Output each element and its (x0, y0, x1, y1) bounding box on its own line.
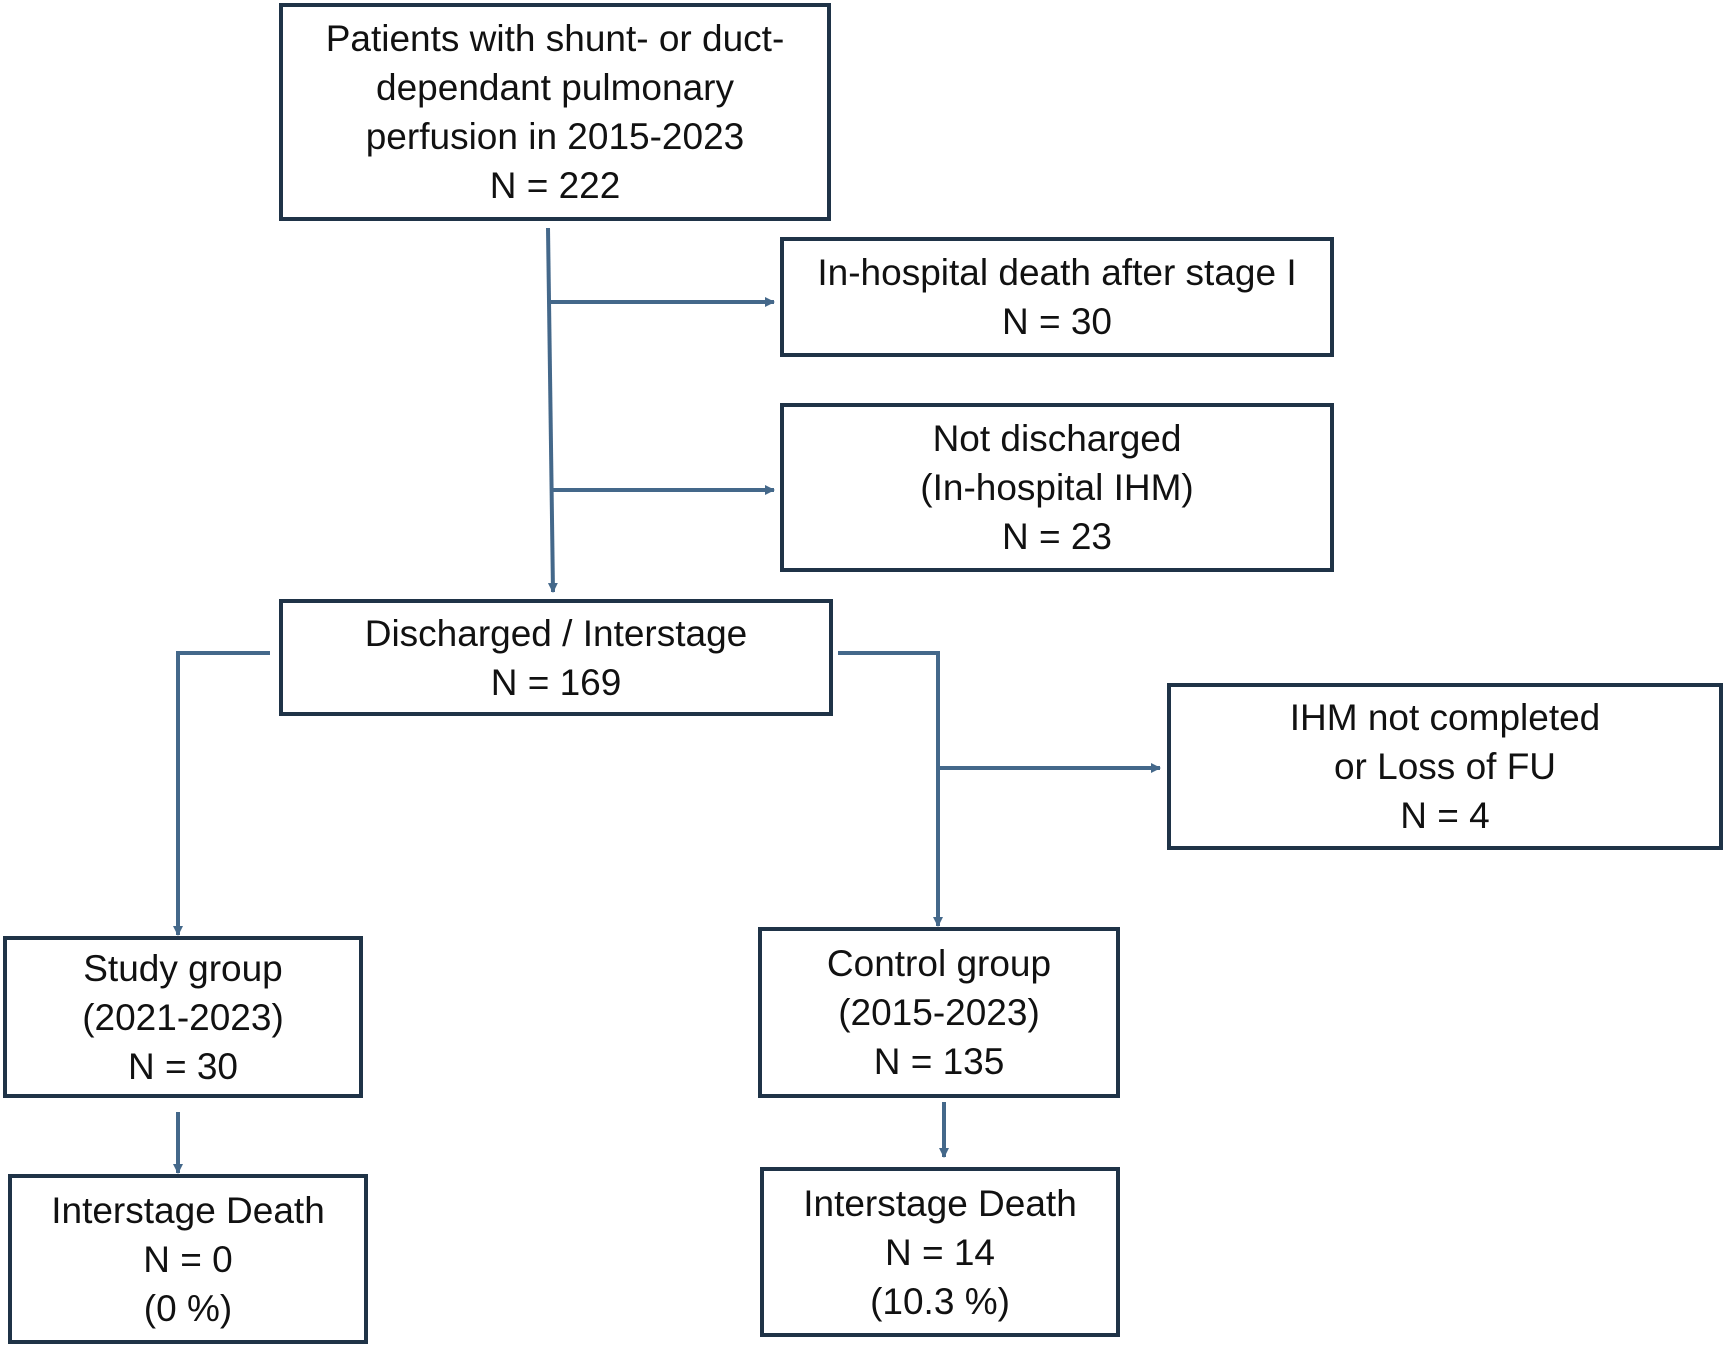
control-group-box: Control group (2015-2023) N = 135 (758, 927, 1120, 1098)
death-stage1-box: In-hospital death after stage I N = 30 (780, 237, 1334, 357)
control-group-years: (2015-2023) (838, 992, 1040, 1033)
discharged-label: Discharged / Interstage (364, 612, 748, 654)
arrow-discharged-to-control (838, 651, 943, 927)
discharged-count: N = 169 (490, 661, 622, 703)
control-death-label: Interstage Death (803, 1182, 1077, 1224)
study-group-years: (2021-2023) (82, 996, 284, 1038)
not-completed-label: IHM not completed (1289, 697, 1601, 738)
arrow-total-to-discharged (546, 227, 558, 593)
study-death-label: Interstage Death (51, 1189, 325, 1231)
not-completed-count: N = 4 (1400, 795, 1490, 836)
total-patients-line-1: Patients with shunt- or duct- (325, 18, 785, 59)
death-stage1-count: N = 30 (1001, 301, 1113, 342)
death-stage1-label: In-hospital death after stage I (817, 252, 1297, 293)
study-death-count: N = 0 (143, 1238, 233, 1280)
total-patients-box: Patients with shunt- or duct- dependant … (279, 3, 831, 221)
study-group-box: Study group (2021-2023) N = 30 (3, 936, 363, 1098)
control-death-percent: (10.3 %) (870, 1280, 1010, 1322)
control-death-count: N = 14 (884, 1231, 996, 1273)
arrow-discharged-to-study (173, 651, 270, 936)
not-discharged-label: Not discharged (932, 418, 1182, 459)
total-patients-line-2: dependant pulmonary (376, 67, 734, 108)
study-group-label: Study group (83, 947, 283, 989)
not-completed-box: IHM not completed or Loss of FU N = 4 (1167, 683, 1723, 850)
total-patients-count: N = 222 (489, 165, 621, 206)
control-group-label: Control group (826, 943, 1052, 984)
study-group-count: N = 30 (127, 1045, 239, 1087)
not-discharged-box: Not discharged (In-hospital IHM) N = 23 (780, 403, 1334, 572)
not-completed-sublabel: or Loss of FU (1333, 746, 1557, 787)
total-patients-line-3: perfusion in 2015-2023 (365, 116, 745, 157)
control-death-box: Interstage Death N = 14 (10.3 %) (760, 1167, 1120, 1337)
discharged-box: Discharged / Interstage N = 169 (279, 599, 833, 716)
not-discharged-sublabel: (In-hospital IHM) (920, 467, 1194, 508)
study-death-percent: (0 %) (143, 1287, 233, 1329)
study-death-box: Interstage Death N = 0 (0 %) (8, 1174, 368, 1344)
control-group-count: N = 135 (873, 1041, 1005, 1082)
not-discharged-count: N = 23 (1001, 516, 1113, 557)
